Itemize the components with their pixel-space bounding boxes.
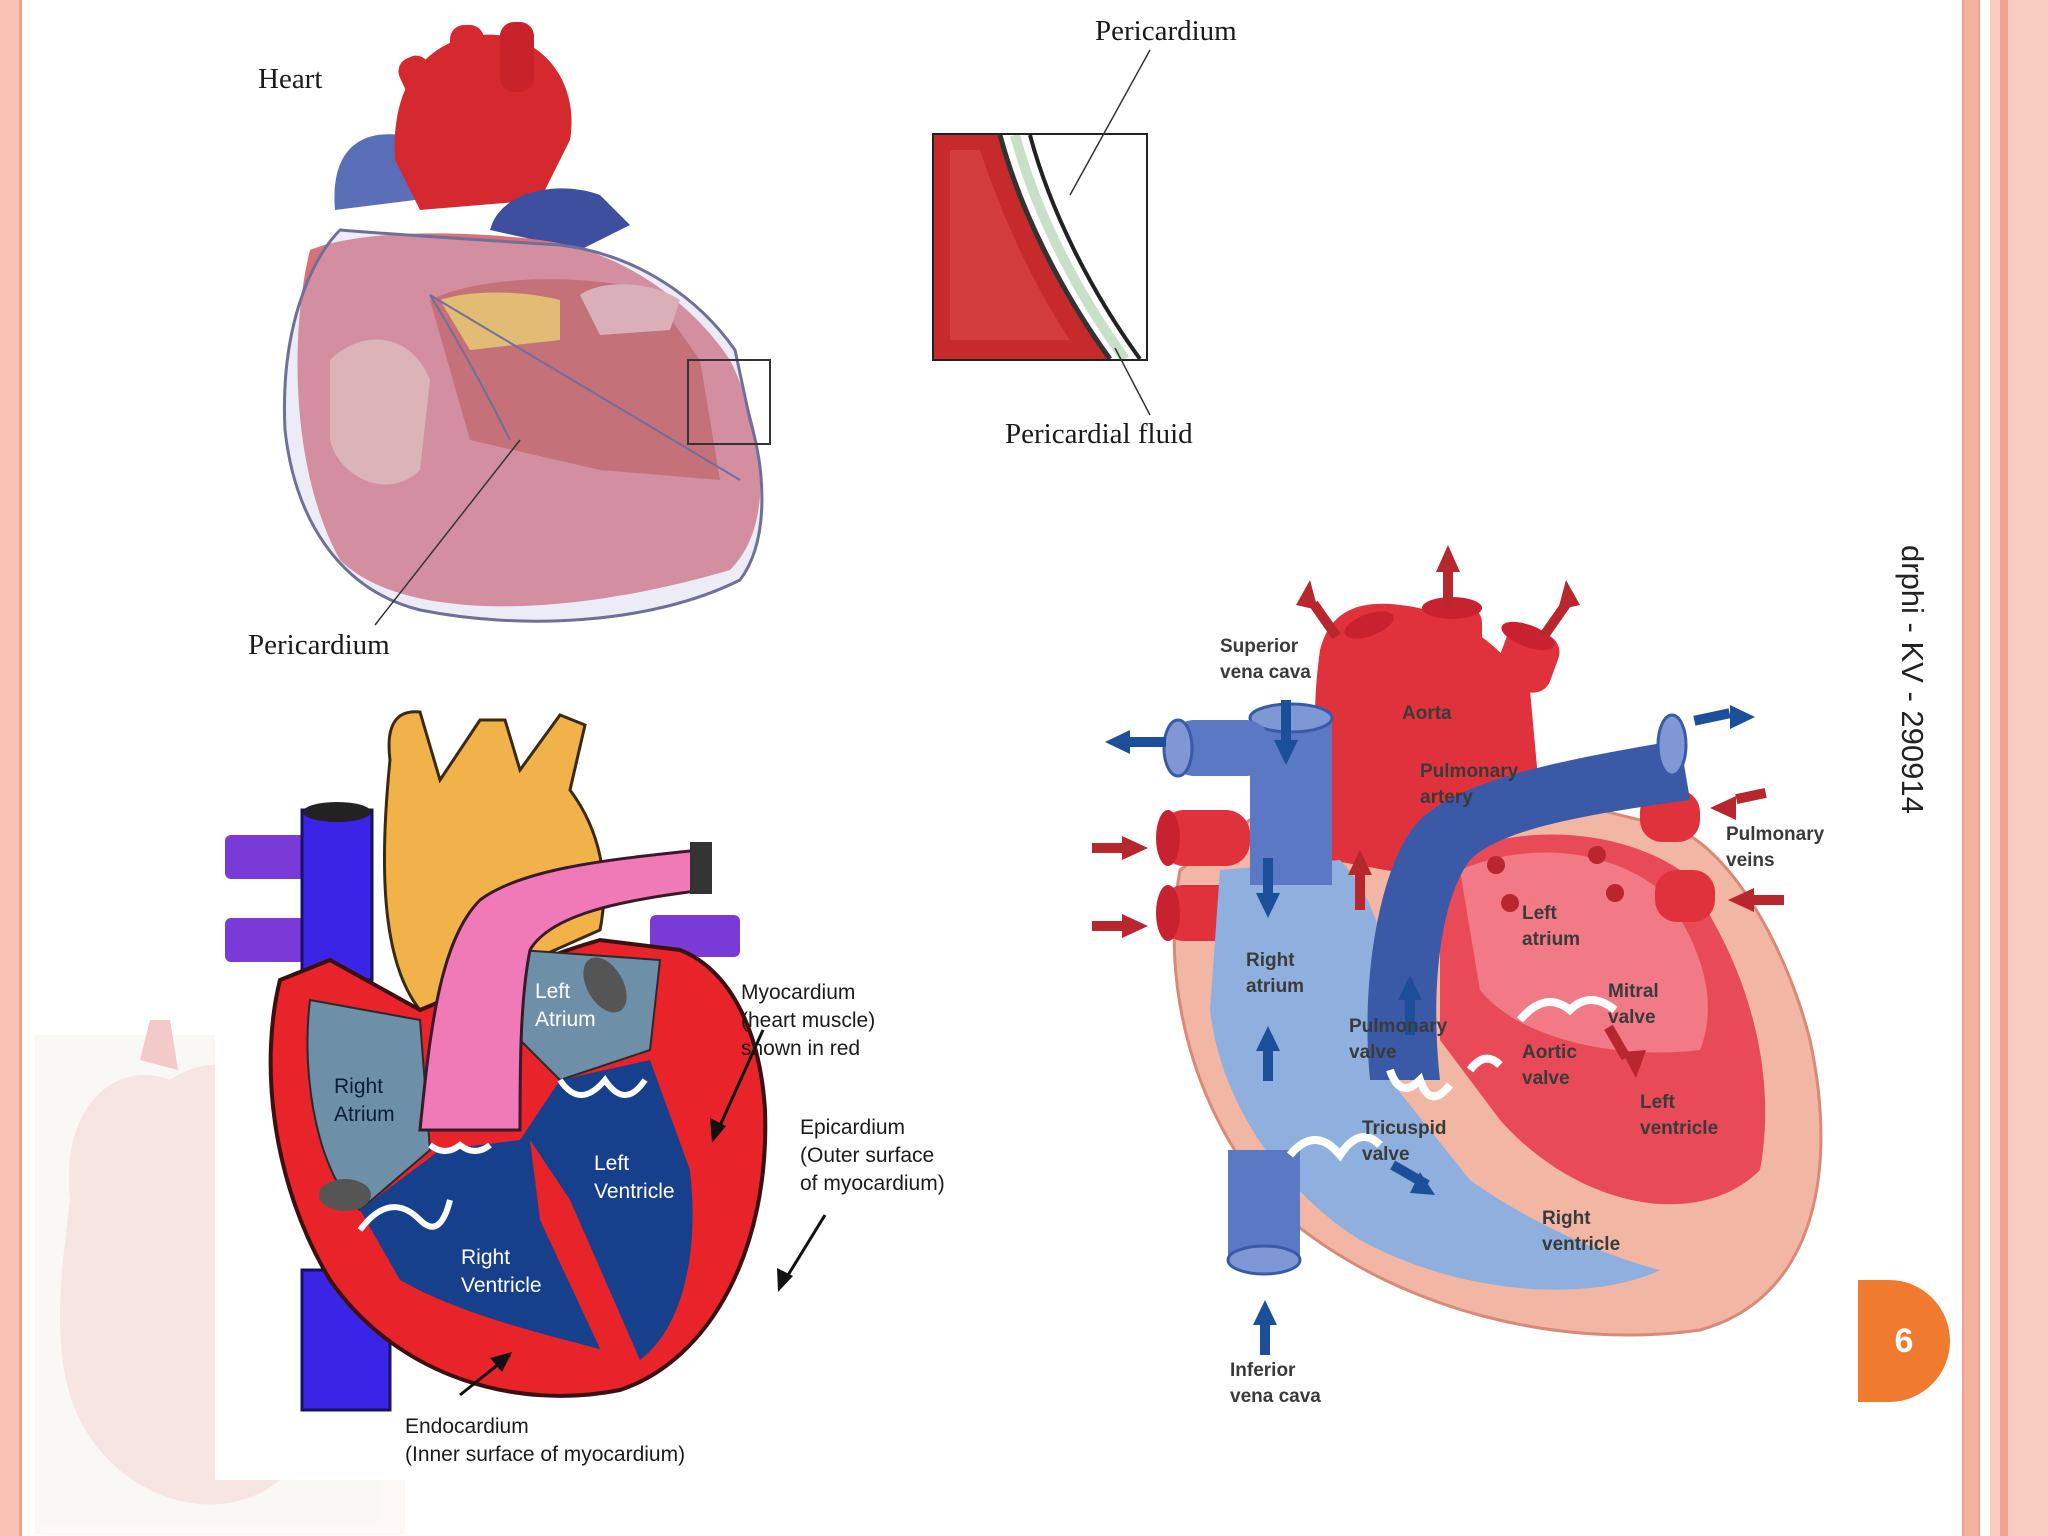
- label-left-atrium: Left Atrium: [535, 980, 596, 1031]
- label-right-atrium-right: Right atrium: [1246, 950, 1304, 997]
- slide-footer-text: drphi - KV - 290914: [1895, 545, 1930, 814]
- label-endocardium: Endocardium (Inner surface of myocardium…: [405, 1415, 685, 1466]
- slide-frame-right-strip: [2000, 0, 2008, 1536]
- pericardium-heart-illustration: [282, 22, 771, 626]
- label-pulmonary-valve: Pulmonary valve: [1349, 1016, 1452, 1063]
- slide-frame-right-inner: [1962, 0, 1980, 1536]
- label-right-atrium: Right Atrium: [334, 1075, 395, 1126]
- label-left-ventricle: Left Ventricle: [594, 1152, 675, 1203]
- label-tricuspid-valve: Tricuspid valve: [1362, 1118, 1452, 1165]
- label-pericardium-bottom: Pericardium: [248, 629, 390, 661]
- label-pulmonary-artery: Pulmonary artery: [1420, 761, 1523, 808]
- inset-marker-box: [687, 359, 771, 445]
- label-inferior-vena-cava: Inferior vena cava: [1230, 1360, 1321, 1407]
- pericardium-inset-illustration: [932, 49, 1151, 416]
- slide-frame-left: [0, 0, 22, 1536]
- label-left-ventricle-right: Left ventricle: [1640, 1092, 1718, 1139]
- slide-frame-right-outer: [1990, 0, 2048, 1536]
- label-right-ventricle: Right Ventricle: [461, 1246, 542, 1297]
- heart-layers-illustration: [215, 690, 827, 1480]
- blood-flow-illustration: [1065, 545, 1905, 1520]
- label-aorta: Aorta: [1402, 703, 1452, 724]
- label-pulmonary-veins: Pulmonary veins: [1726, 824, 1829, 871]
- label-right-ventricle-right: Right ventricle: [1542, 1208, 1620, 1255]
- label-myocardium: Myocardium (heart muscle) shown in red: [741, 981, 881, 1060]
- label-left-atrium-right: Left atrium: [1522, 903, 1580, 950]
- label-aortic-valve: Aortic valve: [1522, 1042, 1582, 1089]
- label-heart: Heart: [258, 63, 322, 95]
- label-epicardium: Epicardium (Outer surface of myocardium): [800, 1116, 945, 1195]
- label-pericardial-fluid: Pericardial fluid: [1005, 418, 1193, 450]
- label-mitral-valve: Mitral valve: [1608, 981, 1664, 1028]
- label-pericardium-top: Pericardium: [1095, 15, 1237, 47]
- label-superior-vena-cava: Superior vena cava: [1220, 636, 1311, 683]
